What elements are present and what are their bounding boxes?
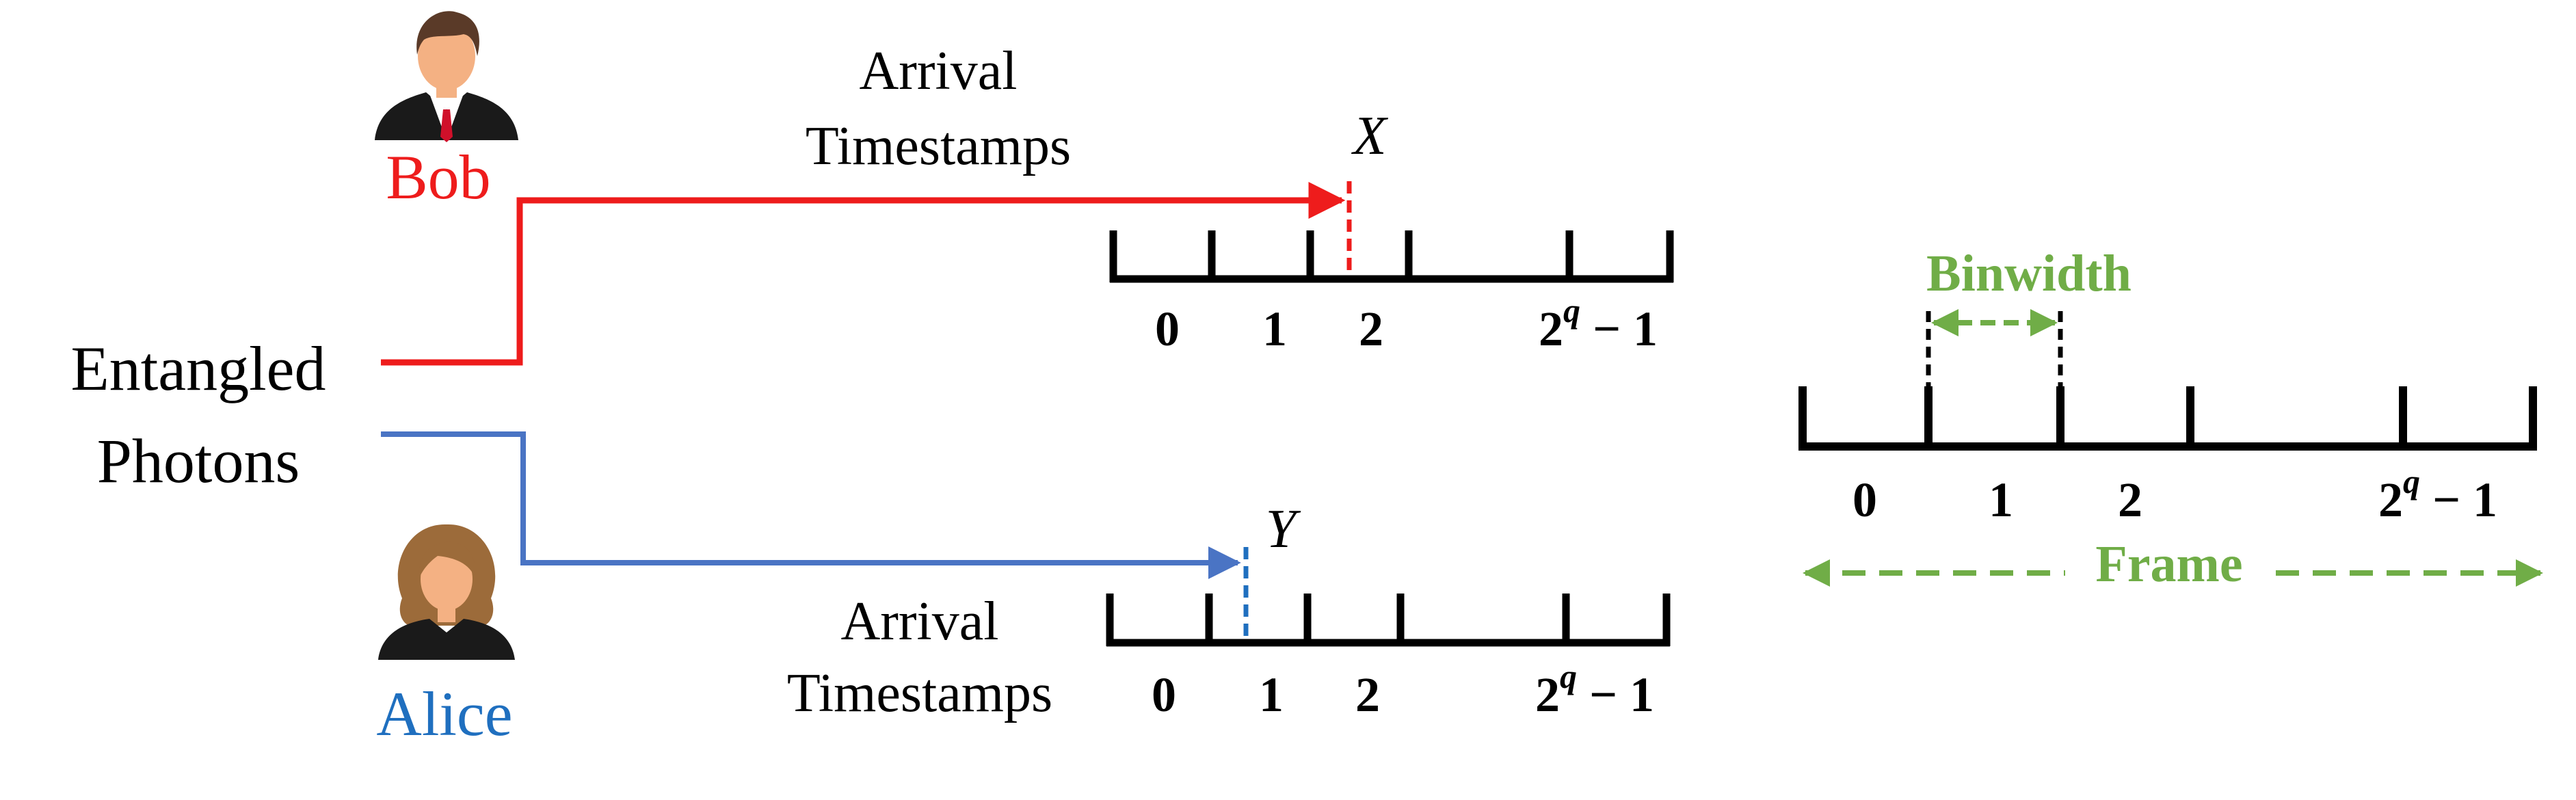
alice-tick-label-2: 2 <box>1355 667 1380 722</box>
binwidth-label: Binwidth <box>1926 245 2132 302</box>
alice-photon-path <box>381 431 1241 579</box>
alice-tick-label-0: 0 <box>1152 667 1176 722</box>
alice-tick-label-1: 1 <box>1259 667 1284 722</box>
frame-tick-label-last: 2q − 1 <box>2378 462 2497 527</box>
bob-photon-path <box>381 182 1346 366</box>
alice-tick-label-last: 2q − 1 <box>1535 657 1654 722</box>
bob-path-label-line2: Timestamps <box>806 116 1071 176</box>
bob-tick-label-2: 2 <box>1359 302 1383 356</box>
source-label-line2: Photons <box>97 426 300 496</box>
bob-avatar-icon <box>375 11 518 142</box>
bob-tick-label-0: 0 <box>1155 302 1180 356</box>
alice-avatar-icon <box>378 524 515 660</box>
alice-path-label-line1: Arrival <box>840 591 998 652</box>
bob-marker-label: X <box>1351 106 1389 166</box>
alice-path-label-line2: Timestamps <box>787 663 1052 723</box>
frame-tick-label-1: 1 <box>1989 472 2013 527</box>
alice-marker-label: Y <box>1266 499 1301 559</box>
source-label-line1: Entangled <box>71 334 326 403</box>
frame-timeline <box>1798 386 2537 451</box>
bob-tick-label-last: 2q − 1 <box>1539 291 1658 356</box>
bob-name: Bob <box>386 142 490 212</box>
bob-path-label-line1: Arrival <box>859 41 1017 101</box>
frame-tick-label-0: 0 <box>1853 472 1877 527</box>
bob-timeline <box>1109 230 1674 283</box>
frame-tick-label-2: 2 <box>2118 472 2142 527</box>
frame-label: Frame <box>2095 535 2242 593</box>
bob-tick-label-1: 1 <box>1262 302 1287 356</box>
alice-name: Alice <box>376 679 512 749</box>
alice-timeline <box>1106 594 1671 647</box>
